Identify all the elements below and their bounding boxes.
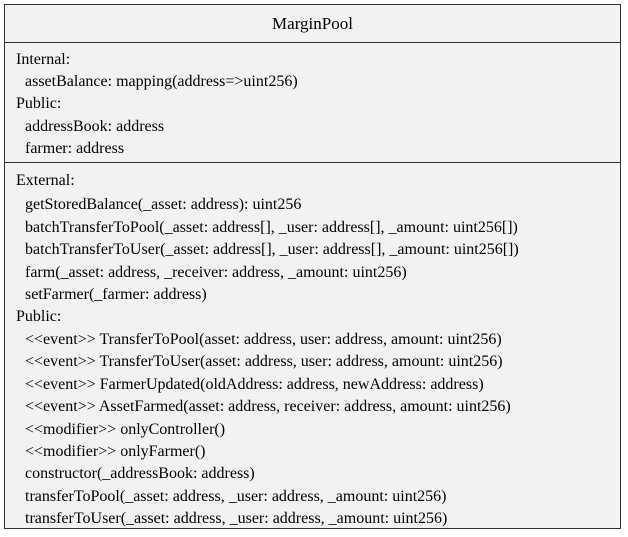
attribute-farmer: farmer: address <box>25 140 125 157</box>
public-attributes-label: Public: <box>16 95 62 112</box>
attributes-section: Internal: assetBalance: mapping(address=… <box>5 43 620 163</box>
modifier-only-farmer: <<modifier>> onlyFarmer() <box>25 443 206 460</box>
operation-transfer-to-user: transferToUser(_asset: address, _user: a… <box>25 510 448 527</box>
event-farmer-updated: <<event>> FarmerUpdated(oldAddress: addr… <box>25 376 484 393</box>
public-operations-label: Public: <box>16 308 62 325</box>
event-asset-farmed: <<event>> AssetFarmed(asset: address, re… <box>25 398 511 415</box>
external-label: External: <box>16 172 75 189</box>
operation-batch-transfer-to-user: batchTransferToUser(_asset: address[], _… <box>25 241 519 258</box>
modifier-only-controller: <<modifier>> onlyController() <box>25 421 226 438</box>
attribute-asset-balance: assetBalance: mapping(address=>uint256) <box>25 73 298 90</box>
class-name-header: MarginPool <box>5 5 620 43</box>
uml-class-box: MarginPool Internal: assetBalance: mappi… <box>4 4 621 529</box>
event-transfer-to-user: <<event>> TransferToUser(asset: address,… <box>25 353 503 370</box>
operation-farm: farm(_asset: address, _receiver: address… <box>25 264 407 281</box>
operation-set-farmer: setFarmer(_farmer: address) <box>25 286 207 303</box>
class-name: MarginPool <box>272 13 353 33</box>
attribute-address-book: addressBook: address <box>25 118 165 135</box>
operations-section: External: getStoredBalance(_asset: addre… <box>5 163 620 529</box>
operation-constructor: constructor(_addressBook: address) <box>25 465 255 482</box>
operation-transfer-to-pool: transferToPool(_asset: address, _user: a… <box>25 488 447 505</box>
operation-get-stored-balance: getStoredBalance(_asset: address): uint2… <box>25 196 302 213</box>
internal-label: Internal: <box>16 51 71 68</box>
operation-batch-transfer-to-pool: batchTransferToPool(_asset: address[], _… <box>25 219 518 236</box>
event-transfer-to-pool: <<event>> TransferToPool(asset: address,… <box>25 331 502 348</box>
